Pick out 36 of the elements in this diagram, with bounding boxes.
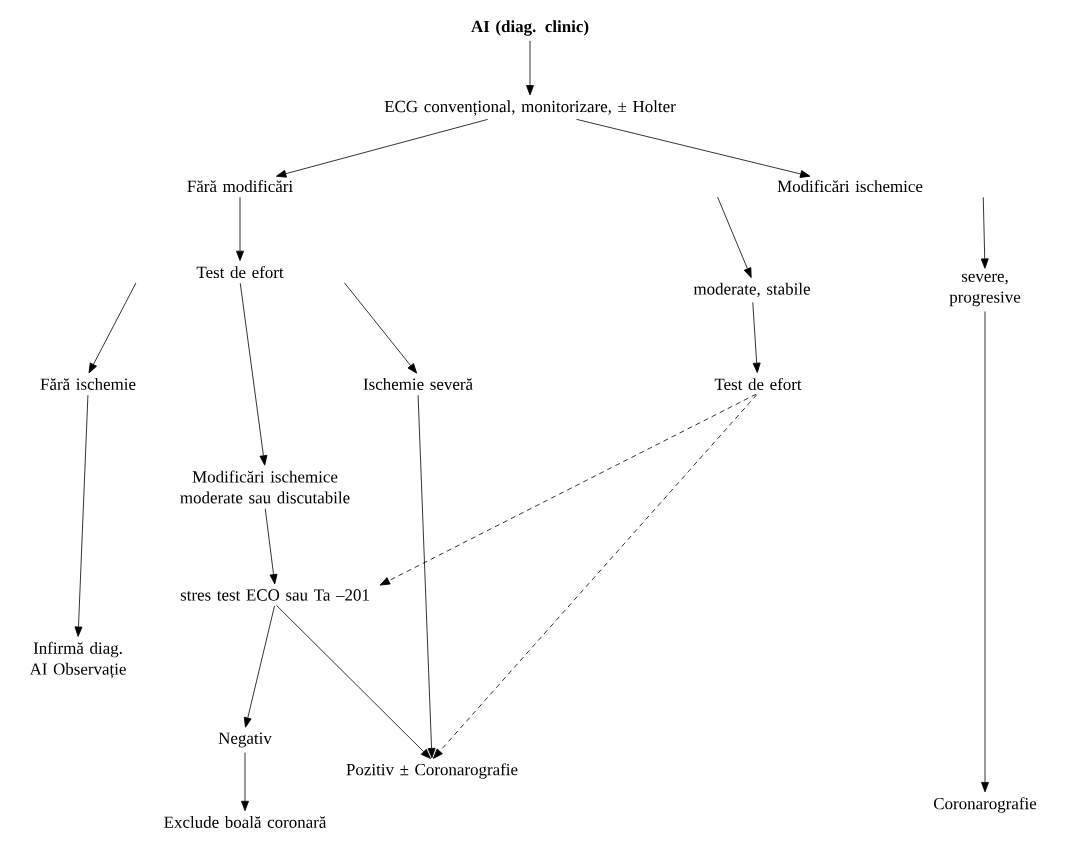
arrow	[239, 282, 268, 466]
arrow	[276, 604, 431, 759]
arrow	[236, 196, 244, 261]
arrow	[752, 301, 761, 373]
arrow	[264, 508, 278, 585]
arrow	[526, 40, 534, 96]
flow-text: Fără modificări	[187, 179, 293, 193]
arrow	[74, 394, 89, 637]
arrow	[980, 196, 989, 269]
flow-text: severe, progresive	[949, 273, 1021, 307]
flow-text: stres test ECO sau Ta –201	[180, 589, 369, 601]
flow-text: Coronarografie	[933, 797, 1037, 813]
flow-text: Modificări ischemice	[777, 179, 923, 193]
arrow	[576, 118, 811, 178]
arrow	[276, 119, 489, 178]
dashed-arrow	[433, 394, 758, 759]
flow-text: Test de efort	[714, 377, 802, 391]
arrow	[981, 311, 989, 793]
flow-text: Pozitiv ± Coronarografie	[346, 763, 518, 779]
flow-text: ECG convențional, monitorizare, ± Holter	[384, 100, 676, 116]
flow-text: Modificări ischemice moderate sau discutabile	[180, 470, 350, 504]
flow-text: moderate, stabile	[693, 282, 810, 298]
flow-text: Negativ	[218, 732, 272, 748]
arrow	[344, 282, 418, 374]
flow-text: Ischemie severă	[363, 378, 473, 390]
flow-text: Exclude boală coronară	[164, 816, 327, 828]
arrow	[417, 394, 436, 759]
flow-text: Infirmă diag. AI Observație	[29, 641, 126, 679]
arrow	[717, 196, 752, 278]
flow-text: Fără ischemie	[40, 378, 136, 390]
flow-text: Test de efort	[196, 265, 284, 279]
arrow	[88, 282, 137, 374]
dashed-arrow	[379, 393, 757, 586]
arrow	[241, 752, 249, 812]
arrow	[243, 605, 275, 728]
flow-text: AI (diag. clinic)	[471, 20, 589, 36]
